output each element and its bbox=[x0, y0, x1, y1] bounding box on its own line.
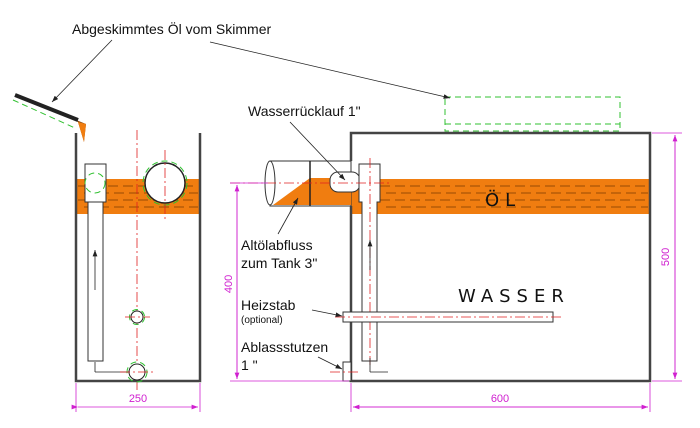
side-pipe-outline bbox=[84, 172, 106, 194]
dim-side-width: 250 bbox=[129, 393, 147, 405]
front-view bbox=[230, 96, 652, 383]
label-skimmer-oil: Abgeskimmtes Öl vom Skimmer bbox=[72, 20, 271, 37]
skimmer-outline bbox=[444, 96, 621, 132]
front-oil-layer bbox=[351, 179, 650, 214]
front-tank-walls bbox=[349, 131, 652, 383]
dim-front-width: 600 bbox=[491, 393, 509, 405]
side-view bbox=[12, 93, 202, 390]
label-drain-stub-size: 1 " bbox=[241, 357, 258, 373]
label-water-layer: WASSER bbox=[458, 286, 570, 307]
front-oil-hatch bbox=[380, 185, 648, 208]
dim-height: 500 bbox=[660, 248, 672, 266]
label-oil-drain-2: zum Tank 3" bbox=[241, 255, 317, 271]
drain-stub bbox=[342, 361, 352, 382]
annotations: Abgeskimmtes Öl vom Skimmer Wasserrückla… bbox=[51, 20, 570, 373]
dim-water-level: 400 bbox=[223, 275, 235, 293]
side-return-pipe bbox=[87, 201, 104, 362]
side-pipe-head bbox=[84, 163, 107, 203]
label-drain-stub: Ablassstutzen bbox=[241, 339, 328, 355]
water-return-pipe bbox=[329, 171, 361, 193]
label-heater-optional: (optional) bbox=[241, 315, 283, 326]
label-water-return: Wasserrücklauf 1" bbox=[248, 103, 361, 119]
label-oil-layer: ÖL bbox=[485, 189, 521, 211]
label-oil-drain-1: Altölabfluss bbox=[241, 237, 313, 253]
label-heater: Heizstab bbox=[241, 297, 296, 313]
side-tank-walls bbox=[74, 133, 202, 383]
front-return-pipe bbox=[358, 163, 381, 362]
dimensions: 250 600 500 400 bbox=[71, 132, 682, 412]
